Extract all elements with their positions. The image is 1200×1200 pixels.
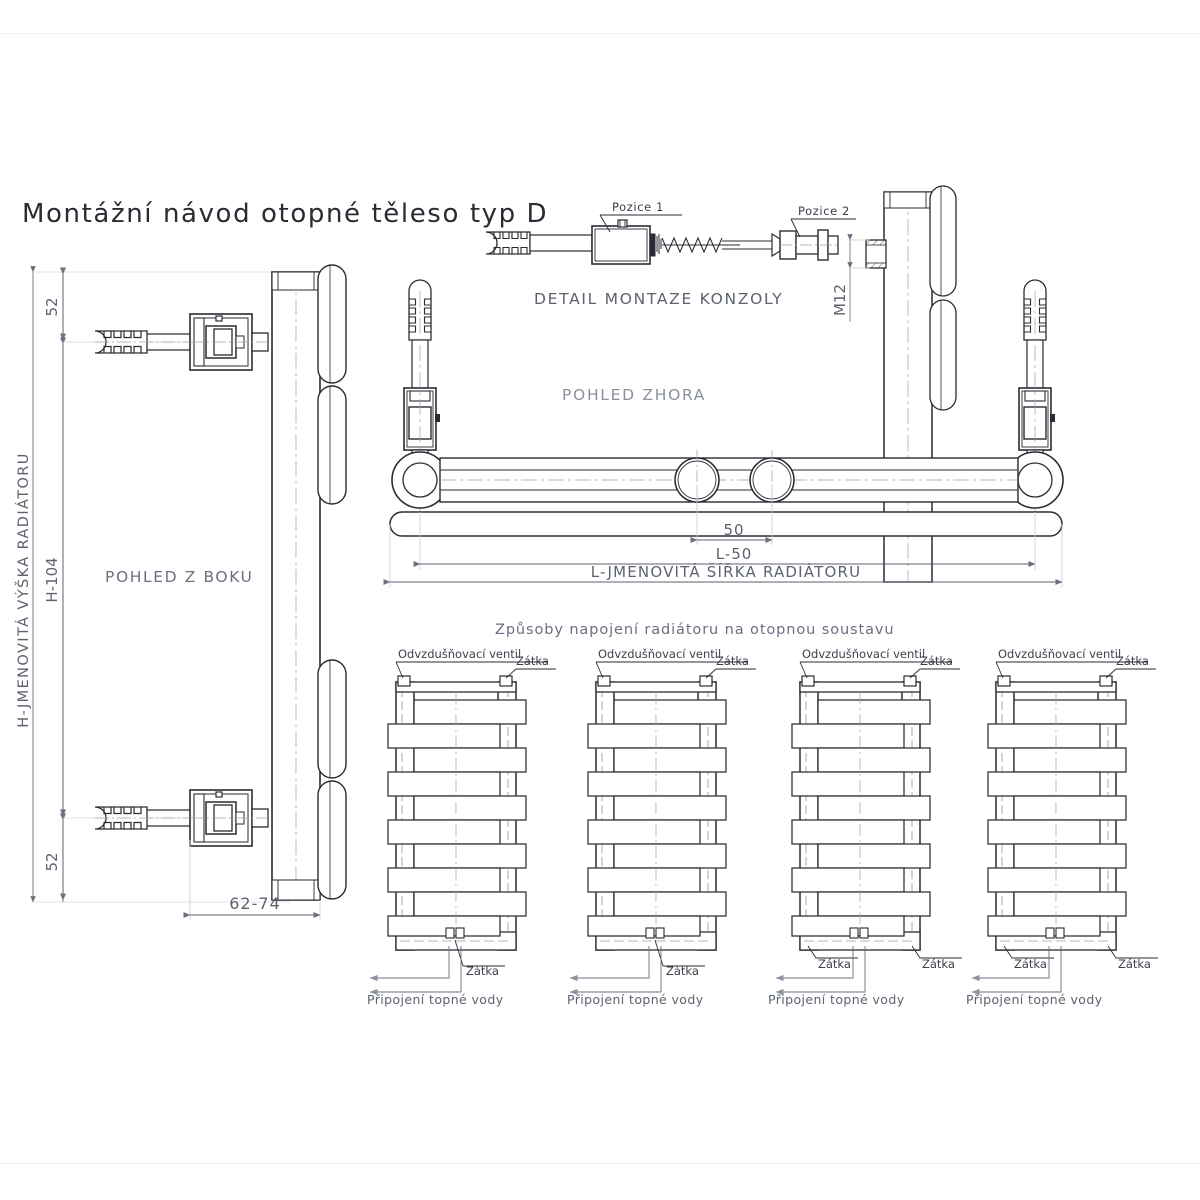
scheme-4-top-callouts: Odvzdušňovací ventil Zátka: [995, 647, 1156, 679]
dimension-bracket-width: L-50: [413, 512, 1036, 570]
dimension-bottom-offset: 52: [43, 852, 61, 871]
scheme-4-vent-label: Odvzdušňovací ventil: [998, 647, 1121, 661]
callout-position-2-label: Pozice 2: [798, 204, 850, 218]
scheme-3-supply: Připojení topné vody: [768, 946, 905, 1007]
scheme-2-radiator: [587, 675, 727, 951]
scheme-2-plug-top-label: Zátka: [716, 654, 749, 668]
side-view-group: H-JMENOVITÁ VÝŠKA RADIÁTORU 52 H-104 52: [14, 264, 347, 920]
scheme-4-plug-bottom-right-label: Zátka: [1118, 957, 1151, 971]
dimension-nominal-width-label: L-JMENOVITÁ ŠÍŘKA RADIÁTORU: [591, 562, 862, 581]
scheme-4-radiator: [987, 675, 1127, 951]
scheme-3-top-callouts: Odvzdušňovací ventil Zátka: [799, 647, 960, 679]
connection-scheme-1: Odvzdušňovací ventil Zátka Zátka Připoje…: [367, 647, 556, 1007]
scheme-4-plug-top-label: Zátka: [1116, 654, 1149, 668]
paper-edge-bottom: [0, 1163, 1200, 1164]
connection-section-title: Způsoby napojení radiátoru na otopnou so…: [495, 622, 894, 638]
dimension-depth-label: 62-74: [229, 894, 281, 913]
detail-sleeve: [779, 229, 840, 261]
dimension-top-offset: 52: [43, 297, 61, 316]
top-view-collector-bar: [439, 457, 1019, 503]
scheme-1-plug-top-label: Zátka: [516, 654, 549, 668]
scheme-1-supply-label: Připojení topné vody: [367, 992, 504, 1007]
scheme-3-vent-label: Odvzdušňovací ventil: [802, 647, 925, 661]
scheme-3-plug-top-label: Zátka: [920, 654, 953, 668]
dimension-m12-label: M12: [831, 284, 849, 316]
scheme-4-supply-label: Připojení topné vody: [966, 992, 1103, 1007]
paper-edge-top: [0, 33, 1200, 34]
m12-boss: [865, 239, 887, 269]
scheme-1-radiator: [387, 675, 527, 951]
callout-position-1: Pozice 1: [599, 200, 682, 233]
dimension-overall-height: H-JMENOVITÁ VÝŠKA RADIÁTORU: [14, 266, 290, 903]
scheme-1-supply: Připojení topné vody: [367, 946, 504, 1007]
callout-position-2: Pozice 2: [790, 204, 856, 238]
scheme-4-supply: Připojení topné vody: [966, 946, 1103, 1007]
connection-scheme-4: Odvzdušňovací ventil Zátka Zátka Zátka P…: [966, 647, 1158, 1007]
dimension-nominal-width: L-JMENOVITÁ ŠÍŘKA RADIÁTORU: [383, 524, 1063, 588]
scheme-2-bottom-callouts: Zátka: [654, 939, 705, 978]
side-view-label: POHLED Z BOKU: [105, 568, 254, 586]
connection-scheme-2: Odvzdušňovací ventil Zátka Zátka Připoje…: [567, 647, 756, 1007]
scheme-2-plug-bottom-label: Zátka: [666, 964, 699, 978]
dimension-bracket-spacing: H-104: [43, 557, 61, 602]
detail-console-body: [591, 219, 656, 265]
dimension-center-spacing-label: 50: [723, 521, 744, 539]
dimension-depth: 62-74: [183, 840, 321, 920]
side-view-radiator-body: [271, 264, 347, 901]
scheme-3-supply-label: Připojení topné vody: [768, 992, 905, 1007]
scheme-2-supply: Připojení topné vody: [567, 946, 704, 1007]
scheme-2-top-callouts: Odvzdušňovací ventil Zátka: [595, 647, 756, 679]
scheme-4-plug-bottom-left-label: Zátka: [1014, 957, 1047, 971]
top-view-pipe-outlets: [674, 450, 795, 512]
dimension-center-spacing: 50: [690, 486, 773, 545]
bracket-detail-label: DETAIL MONTAZE KONZOLY: [534, 290, 783, 308]
top-view-label: POHLED ZHORA: [562, 386, 706, 404]
top-view-group: POHLED ZHORA: [383, 279, 1064, 588]
dimension-height-chain: 52 H-104 52: [43, 267, 200, 902]
scheme-2-supply-label: Připojení topné vody: [567, 992, 704, 1007]
page-title: Montážní návod otopné těleso typ D: [22, 199, 548, 229]
dimension-overall-height-label: H-JMENOVITÁ VÝŠKA RADIÁTORU: [14, 452, 32, 728]
scheme-1-top-callouts: Odvzdušňovací ventil Zátka: [395, 647, 556, 679]
dimension-bracket-width-label: L-50: [716, 545, 753, 563]
scheme-1-plug-bottom-label: Zátka: [466, 964, 499, 978]
scheme-3-plug-bottom-left-label: Zátka: [818, 957, 851, 971]
scheme-4-bottom-callouts: Zátka Zátka: [1003, 945, 1158, 971]
detail-screw: [656, 232, 781, 258]
scheme-3-bottom-callouts: Zátka Zátka: [807, 945, 962, 971]
detail-wall-plug: [485, 231, 593, 255]
scheme-1-vent-label: Odvzdušňovací ventil: [398, 647, 521, 661]
connection-scheme-3: Odvzdušňovací ventil Zátka Zátka Zátka P…: [768, 647, 962, 1007]
scheme-3-radiator: [791, 675, 931, 951]
bracket-detail-group: Pozice 1 Pozice 2 DETAIL MONTAZE KONZOLY: [485, 200, 856, 308]
dimension-m12: M12: [831, 234, 870, 322]
callout-position-1-label: Pozice 1: [612, 200, 664, 214]
top-view-bracket-right: [1006, 279, 1064, 520]
scheme-2-vent-label: Odvzdušňovací ventil: [598, 647, 721, 661]
scheme-3-plug-bottom-right-label: Zátka: [922, 957, 955, 971]
scheme-1-bottom-callouts: Zátka: [454, 939, 505, 978]
top-view-bracket-left: [391, 279, 449, 520]
